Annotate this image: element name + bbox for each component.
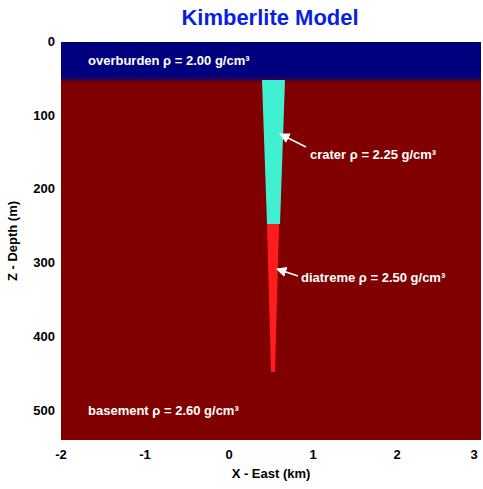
tick-label: 0 xyxy=(48,34,55,50)
tick-label: 400 xyxy=(33,329,55,345)
tick-label: 0 xyxy=(225,447,232,463)
tick-label: 100 xyxy=(33,108,55,124)
tick-label: 2 xyxy=(393,447,400,463)
diatreme-body xyxy=(267,224,279,372)
callout-label: crater ρ = 2.25 g/cm³ xyxy=(310,147,436,163)
overburden-layer xyxy=(61,42,481,80)
tick-label: 300 xyxy=(33,255,55,271)
density-label: basement ρ = 2.60 g/cm³ xyxy=(88,403,239,419)
axis-title: Z - Depth (m) xyxy=(5,201,21,281)
basement-region xyxy=(61,79,481,440)
tick-label: -1 xyxy=(139,447,151,463)
axis-title: X - East (km) xyxy=(232,466,311,482)
callout-label: diatreme ρ = 2.50 g/cm³ xyxy=(301,270,445,286)
leader-line xyxy=(277,269,298,276)
crater-body xyxy=(262,80,285,224)
tick-label: 1 xyxy=(309,447,316,463)
tick-label: -2 xyxy=(55,447,67,463)
tick-label: 500 xyxy=(33,403,55,419)
figure-title: Kimberlite Model xyxy=(181,5,358,31)
tick-label: 200 xyxy=(33,181,55,197)
leader-line xyxy=(280,134,306,147)
basement-region: basement ρ = 2.60 g/cm³ xyxy=(61,79,481,440)
tick-label: 3 xyxy=(470,447,477,463)
density-label: overburden ρ = 2.00 g/cm³ xyxy=(88,53,250,69)
overburden-band: overburden ρ = 2.00 g/cm³ xyxy=(61,42,481,80)
